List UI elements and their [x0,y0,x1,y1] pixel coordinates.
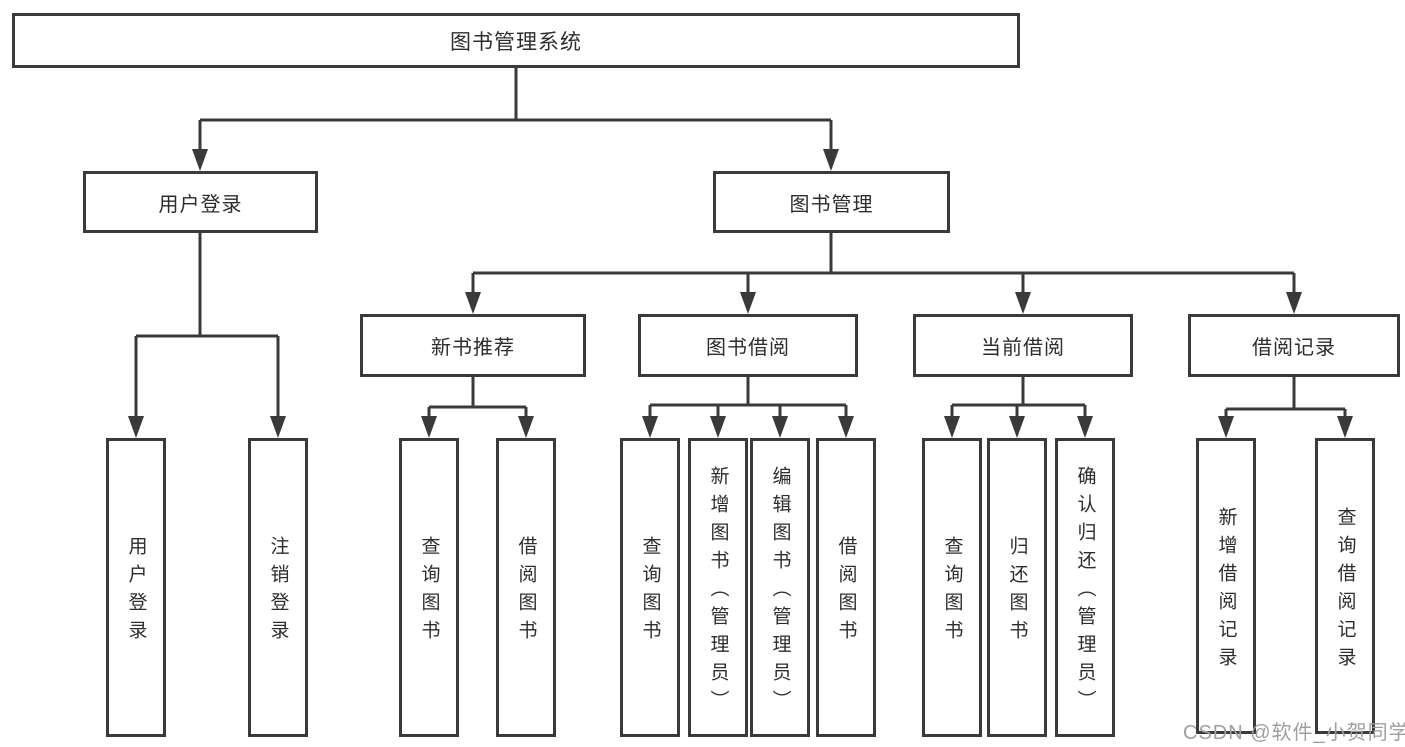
node-leaf-br-add-record: 新增借阅记录 [1196,438,1256,734]
node-leaf-bb-borrow-books: 借阅图书 [816,438,876,737]
node-user-login: 用户登录 [83,171,318,233]
node-label: 借阅记录 [1252,337,1336,359]
node-label: 注销登录 [267,536,289,648]
node-label: 借阅图书 [835,536,857,648]
node-leaf-bb-add-books-admin: 新增图书（管理员） [688,438,748,737]
node-library-management-system: 图书管理系统 [12,13,1020,68]
node-leaf-cb-query-books: 查询图书 [922,438,982,737]
node-book-borrowing: 图书借阅 [638,314,858,377]
node-label: 查询图书 [418,536,440,648]
node-leaf-cb-confirm-return-admin: 确认归还（管理员） [1055,438,1115,737]
node-label: 图书管理 [789,193,874,216]
node-new-book-recommendation: 新书推荐 [360,314,586,377]
node-label: 确认归还（管理员） [1074,466,1096,718]
node-borrowing-records: 借阅记录 [1188,314,1400,377]
csdn-watermark: CSDN @软件_小贺同学 [1183,722,1405,744]
node-leaf-nbr-query-books: 查询图书 [399,438,459,737]
node-label: 用户登录 [158,193,243,216]
node-label: 用户登录 [125,536,147,648]
node-leaf-logout: 注销登录 [248,438,308,737]
node-label: 借阅图书 [515,536,537,648]
node-label: 查询图书 [639,536,661,648]
node-label: 图书管理系统 [450,30,582,54]
node-leaf-user-login: 用户登录 [106,438,166,737]
node-book-management: 图书管理 [713,171,950,233]
node-label: 新增借阅记录 [1215,506,1237,675]
node-leaf-br-query-record: 查询借阅记录 [1315,438,1375,734]
node-leaf-cb-return-books: 归还图书 [987,438,1047,737]
node-leaf-bb-edit-books-admin: 编辑图书（管理员） [750,438,810,737]
node-label: 新增图书（管理员） [707,466,729,718]
node-label: 当前借阅 [981,337,1065,359]
node-label: 新书推荐 [431,337,515,359]
node-label: 归还图书 [1006,536,1028,648]
node-leaf-bb-query-books: 查询图书 [620,438,680,737]
node-current-borrowing: 当前借阅 [913,314,1133,377]
node-label: 查询借阅记录 [1334,506,1356,675]
node-label: 编辑图书（管理员） [769,466,791,718]
node-label: 图书借阅 [706,337,790,359]
node-label: 查询图书 [941,536,963,648]
node-leaf-nbr-borrow-books: 借阅图书 [496,438,556,737]
